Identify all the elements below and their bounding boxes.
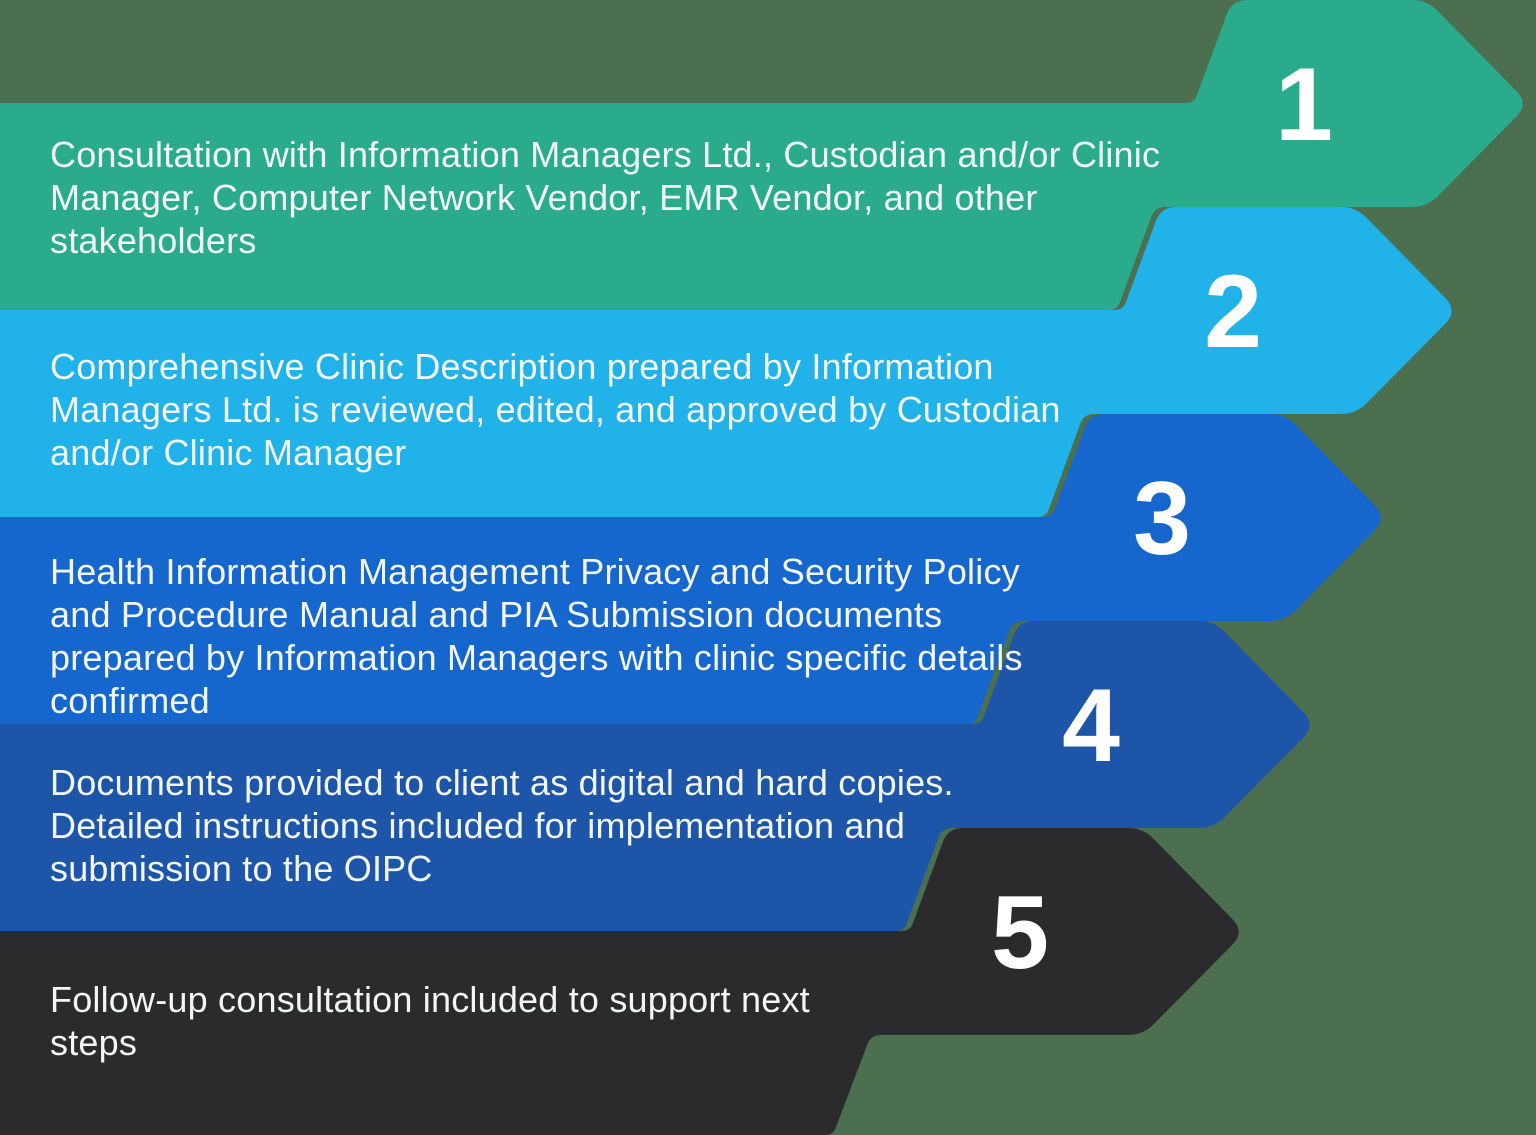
step-arrow-4 [0, 621, 1310, 931]
step-number-1: 1 [1275, 47, 1333, 163]
step-description-line: Consultation with Information Managers L… [50, 134, 1161, 175]
step-arrow-1 [0, 0, 1523, 310]
step-description-3: Health Information Management Privacy an… [50, 550, 1023, 722]
step-description-line: Detailed instructions included for imple… [50, 805, 906, 846]
step-description-line: stakeholders [50, 220, 257, 261]
step-description-line: Managers Ltd. is reviewed, edited, and a… [50, 389, 1061, 430]
step-number-2: 2 [1204, 254, 1262, 370]
step-description-line: prepared by Information Managers with cl… [50, 637, 1023, 678]
step-description-line: Manager, Computer Network Vendor, EMR Ve… [50, 177, 1038, 218]
step-description-line: steps [50, 1022, 138, 1063]
step-description-line: Follow-up consultation included to suppo… [50, 979, 810, 1020]
step-description-line: Health Information Management Privacy an… [50, 551, 1020, 592]
step-description-line: and/or Clinic Manager [50, 432, 407, 473]
step-number-3: 3 [1133, 461, 1191, 577]
step-arrow-3 [0, 414, 1381, 724]
step-description-1: Consultation with Information Managers L… [50, 133, 1160, 262]
step-description-line: Comprehensive Clinic Description prepare… [50, 346, 994, 387]
step-description-2: Comprehensive Clinic Description prepare… [50, 345, 1061, 474]
step-arrow-5 [0, 828, 1239, 1135]
step-arrow-2 [0, 207, 1452, 517]
step-description-line: Documents provided to client as digital … [50, 762, 954, 803]
step-description-5: Follow-up consultation included to suppo… [50, 978, 810, 1064]
step-number-5: 5 [991, 875, 1049, 991]
step-description-line: submission to the OIPC [50, 848, 433, 889]
step-description-line: confirmed [50, 680, 210, 721]
step-number-4: 4 [1062, 668, 1120, 784]
step-description-line: and Procedure Manual and PIA Submission … [50, 594, 943, 635]
step-description-4: Documents provided to client as digital … [50, 761, 954, 890]
